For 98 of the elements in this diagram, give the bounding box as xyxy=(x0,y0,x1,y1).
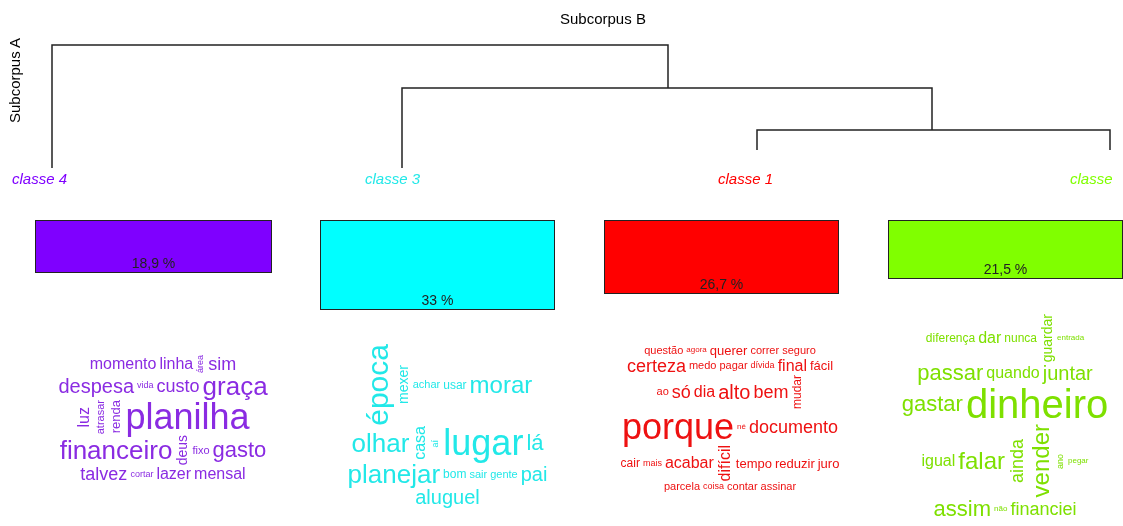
word: acabar xyxy=(664,455,714,471)
word: seguro xyxy=(782,344,816,356)
word: porque xyxy=(621,408,735,445)
percentage-bar xyxy=(320,220,555,310)
word: correr xyxy=(750,344,780,356)
word: lazer xyxy=(156,466,192,483)
word: casa xyxy=(412,426,429,461)
word: cair xyxy=(620,457,640,469)
word: deus xyxy=(175,434,190,466)
word: gasto xyxy=(212,439,267,461)
word: vender xyxy=(1029,424,1053,498)
word: luz xyxy=(76,406,93,428)
word: difícil xyxy=(716,444,733,482)
word: passar xyxy=(917,362,984,385)
word: graça xyxy=(202,372,268,399)
word: bom xyxy=(443,468,467,481)
word: ao xyxy=(656,386,669,398)
word: financiei xyxy=(1010,499,1077,518)
word: custo xyxy=(156,376,200,395)
word: assinar xyxy=(760,481,797,493)
word: cortar xyxy=(130,469,154,479)
word: bem xyxy=(753,382,789,401)
word: tempo xyxy=(735,456,772,470)
class-label: classe xyxy=(1070,170,1113,187)
word: fixo xyxy=(192,444,210,456)
word: quando xyxy=(986,365,1040,382)
class-label: classe 3 xyxy=(365,170,421,187)
word: guardar xyxy=(1040,314,1055,363)
word: época xyxy=(362,343,393,426)
word: diferença xyxy=(925,332,976,345)
percentage-bar xyxy=(35,220,272,273)
percentage-bar xyxy=(888,220,1123,279)
word: pai xyxy=(520,464,548,485)
word: juntar xyxy=(1042,363,1093,384)
word: questão xyxy=(644,344,684,356)
word: nunca xyxy=(1004,332,1038,345)
word: mexer xyxy=(395,365,410,404)
percentage-label: 26,7 % xyxy=(698,277,745,291)
word: momento xyxy=(89,355,157,372)
word: dinheiro xyxy=(965,384,1109,425)
class-label: classe 4 xyxy=(12,170,68,187)
word: usar xyxy=(443,378,467,391)
word: dia xyxy=(693,383,716,400)
word: reduzir xyxy=(775,456,815,470)
word: lá xyxy=(526,432,544,455)
word: gastar xyxy=(901,393,963,416)
word: ainda xyxy=(1008,439,1026,484)
word: olhar xyxy=(351,430,410,457)
word: sair xyxy=(469,468,488,480)
word: mudar xyxy=(791,374,804,409)
word: achar xyxy=(412,379,441,390)
word: entrada xyxy=(1057,334,1085,343)
word: dar xyxy=(978,330,1002,347)
word: juro xyxy=(817,456,840,470)
word: atrasar xyxy=(95,399,107,434)
word: coisa xyxy=(703,482,724,492)
word: gente xyxy=(490,468,518,480)
subcorpus-label: Subcorpus A xyxy=(6,37,24,124)
word: final xyxy=(777,357,807,374)
word: certeza xyxy=(626,356,686,375)
percentage-label: 21,5 % xyxy=(982,262,1029,276)
word: sim xyxy=(208,354,237,373)
word: pagar xyxy=(719,360,748,372)
word: igual xyxy=(921,453,956,470)
word: área xyxy=(196,354,206,373)
word: contar xyxy=(727,481,758,493)
word: renda xyxy=(109,400,123,434)
word: talvez xyxy=(80,465,128,484)
word: financeiro xyxy=(59,437,173,463)
word: aluguel xyxy=(415,487,480,508)
word: morar xyxy=(469,372,533,397)
percentage-bar xyxy=(604,220,839,294)
word: ano xyxy=(1056,453,1065,469)
word: linha xyxy=(159,355,194,372)
word: pegar xyxy=(1068,457,1089,466)
word: mais xyxy=(642,458,662,468)
subcorpus-label: Subcorpus B xyxy=(560,10,646,27)
word: lugar xyxy=(443,425,524,462)
word: dívida xyxy=(750,361,775,371)
word: só xyxy=(671,382,691,401)
word: aí xyxy=(431,439,441,448)
word: despesa xyxy=(58,375,134,396)
word: querer xyxy=(709,343,748,357)
percentage-label: 33 % xyxy=(420,293,455,307)
class-label: classe 1 xyxy=(718,170,774,187)
word: mensal xyxy=(194,466,246,483)
word: fácil xyxy=(810,359,834,373)
word: né xyxy=(737,422,746,431)
word: documento xyxy=(748,417,839,436)
word: alto xyxy=(718,381,751,402)
word: medo xyxy=(688,360,717,372)
word: assim xyxy=(933,497,991,520)
word: não xyxy=(994,504,1008,513)
word: parcela xyxy=(663,481,700,493)
word: agora xyxy=(686,346,707,355)
word: vida xyxy=(137,381,154,391)
percentage-label: 18,9 % xyxy=(130,256,177,270)
word: falar xyxy=(958,449,1005,474)
